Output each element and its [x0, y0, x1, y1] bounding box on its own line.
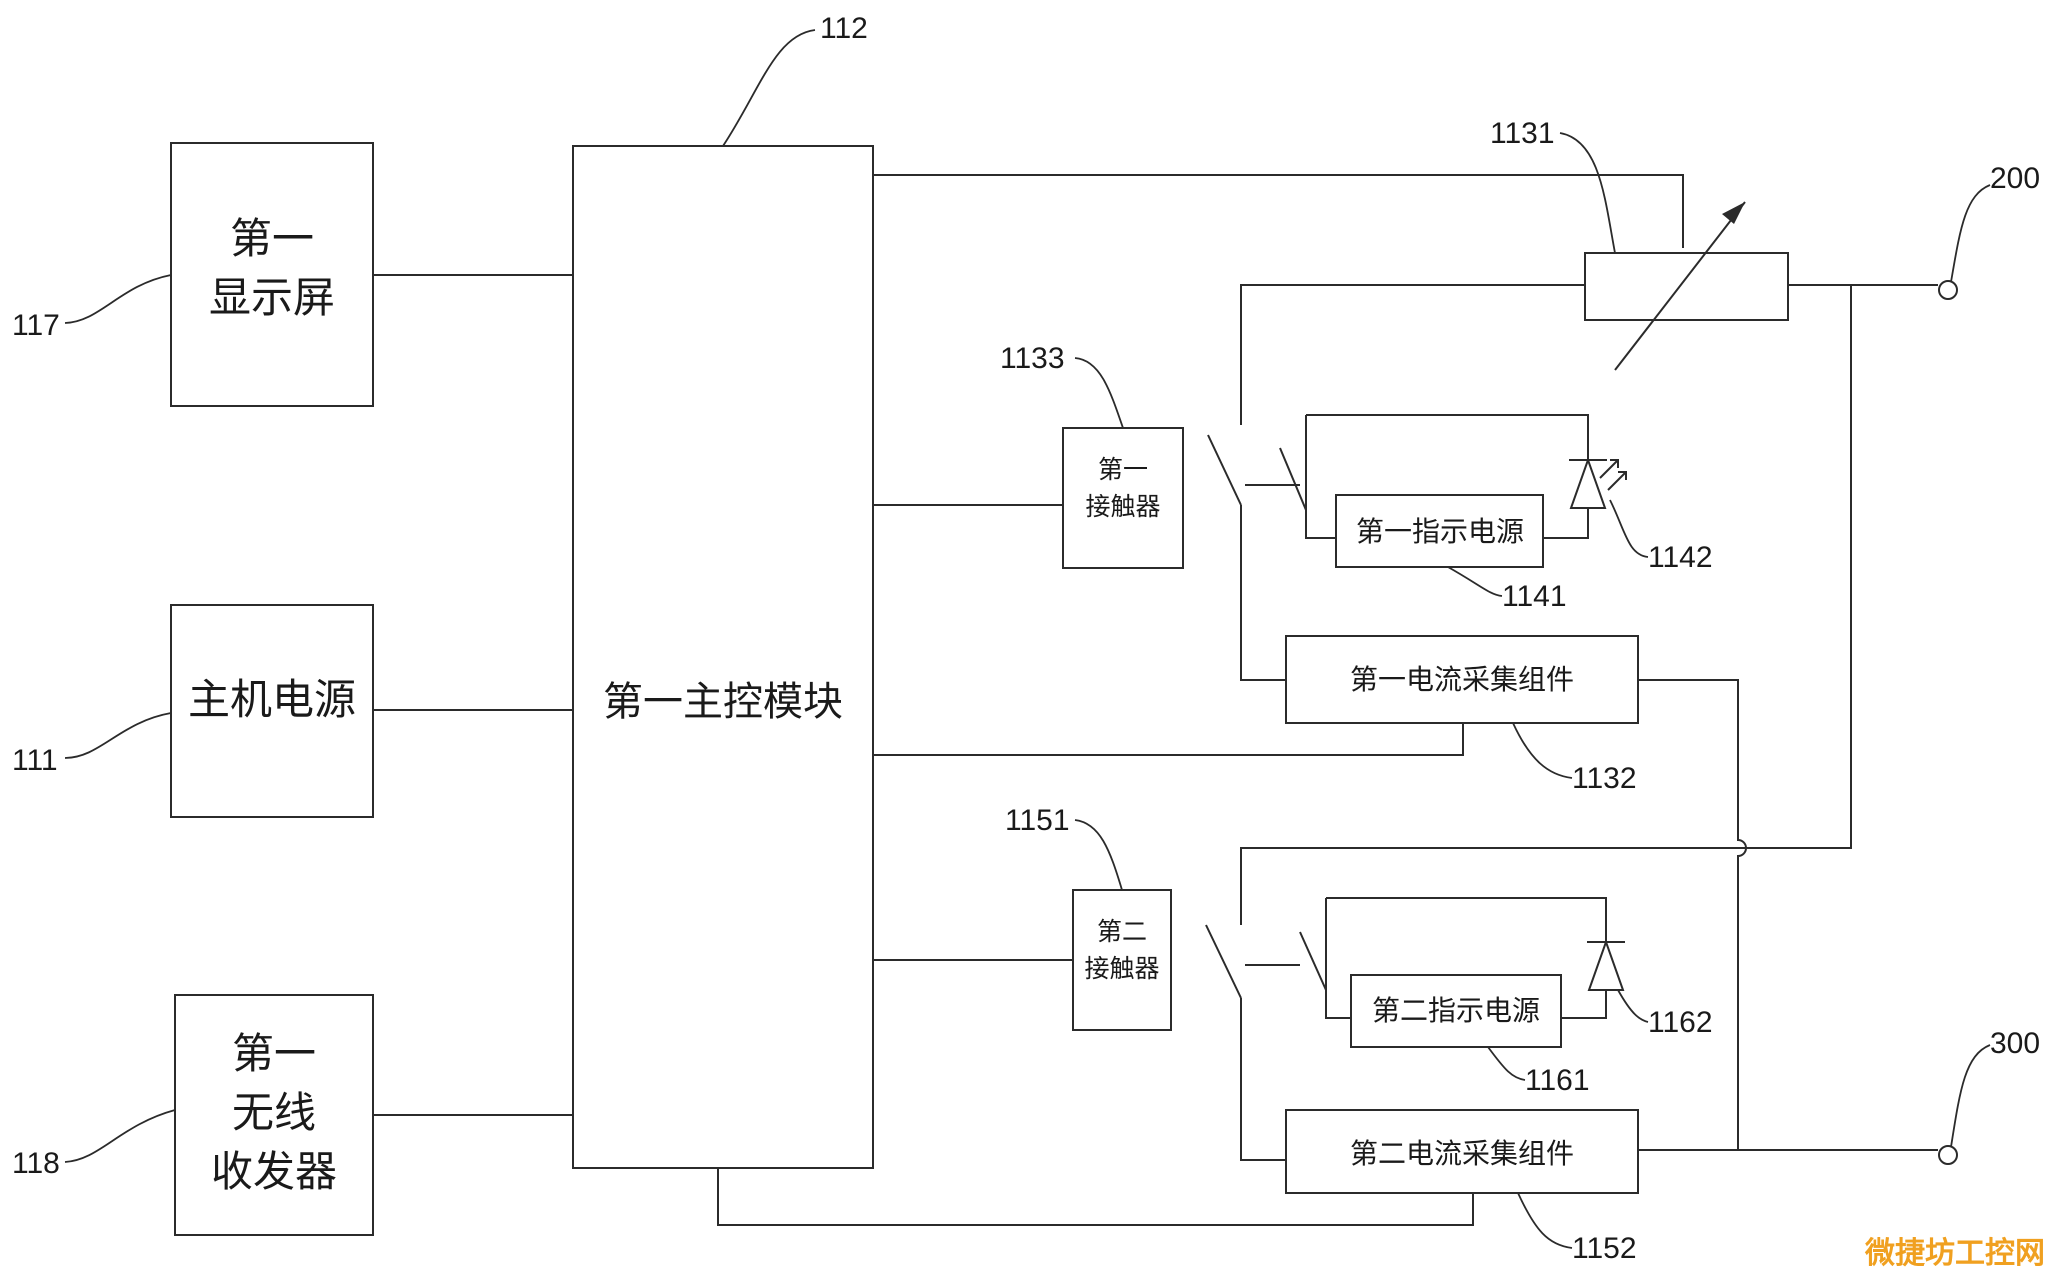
leader-1133: [1074, 357, 1124, 429]
block-wireless: 第一 无线 收发器: [174, 994, 374, 1236]
wire-collect1-300: [1638, 679, 1747, 1150]
watermark: 微捷坊工控网: [1864, 1236, 2045, 1271]
ref-1162: 1162: [1648, 1006, 1713, 1039]
resistor-arrow-icon: [1722, 202, 1745, 224]
contactor1-label-2: 接触器: [1085, 492, 1160, 521]
power-label: 主机电源: [188, 675, 356, 724]
leader-1152: [1517, 1192, 1573, 1249]
switch2-blade: [1205, 924, 1242, 999]
main-ctrl-label: 第一主控模块: [603, 679, 843, 725]
wire-resistor-left: [1240, 284, 1585, 425]
wireless-label-3: 收发器: [211, 1147, 337, 1196]
wire-ind1-left: [1305, 415, 1336, 539]
terminal-200: [1938, 280, 1958, 300]
block-main-controller: 第一主控模块: [572, 145, 874, 1169]
ref-1132: 1132: [1572, 762, 1637, 795]
wire-ind2-right: [1561, 990, 1607, 1019]
switch1-blade: [1207, 434, 1242, 506]
ref-1142: 1142: [1648, 541, 1713, 574]
leader-300: [1950, 1044, 1991, 1148]
wireless-label-1: 第一: [232, 1029, 316, 1078]
leader-200: [1950, 184, 1991, 283]
block-display: 第一 显示屏: [170, 142, 374, 407]
wire-ind1-top: [1306, 414, 1589, 460]
ref-200: 200: [1990, 162, 2040, 195]
leader-1162: [1617, 989, 1649, 1023]
led-1-icon: [1569, 457, 1627, 509]
leader-1151: [1074, 819, 1123, 891]
wire-ind1-right: [1543, 508, 1589, 539]
terminal-300: [1938, 1145, 1958, 1165]
ref-1133: 1133: [1000, 342, 1065, 375]
wireless-label-2: 无线: [232, 1088, 316, 1137]
led-2-icon: [1587, 939, 1625, 991]
leader-1132: [1512, 722, 1573, 779]
ind-power2-label: 第二指示电源: [1372, 994, 1540, 1027]
ref-300: 300: [1990, 1027, 2040, 1060]
ref-1131: 1131: [1490, 117, 1555, 150]
leader-1161: [1487, 1046, 1526, 1081]
block-current-collector-2: 第二电流采集组件: [1285, 1109, 1639, 1194]
wire-switch1-collect1: [1240, 505, 1286, 681]
wire-resistor-ctrl: [873, 174, 1684, 248]
collect2-label: 第二电流采集组件: [1350, 1137, 1574, 1170]
leader-1141: [1447, 566, 1503, 597]
ind2-switch-blade: [1299, 931, 1327, 991]
block-indicator-power-2: 第二指示电源: [1350, 974, 1562, 1048]
ref-1152: 1152: [1572, 1232, 1637, 1265]
block-contactor-1: 第一 接触器: [1062, 427, 1184, 569]
block-current-collector-1: 第一电流采集组件: [1285, 635, 1639, 724]
wire-switch2-collect2: [1240, 998, 1286, 1161]
block-indicator-power-1: 第一指示电源: [1335, 494, 1544, 568]
leader-118: [64, 1109, 176, 1163]
contactor2-label-1: 第二: [1097, 917, 1147, 946]
ref-1151: 1151: [1005, 804, 1070, 837]
wire-bus-lower: [1240, 285, 1852, 925]
contactor1-label-1: 第一: [1098, 455, 1148, 484]
wires: [373, 174, 1938, 1226]
ref-111: 111: [12, 744, 58, 777]
wire-collect2-ctrl: [717, 1168, 1474, 1226]
ind1-switch-blade: [1279, 447, 1307, 511]
display-label-2: 显示屏: [209, 273, 335, 322]
block-host-power: 主机电源: [170, 604, 374, 818]
ind-power1-label: 第一指示电源: [1356, 515, 1524, 548]
display-label-1: 第一: [230, 214, 314, 263]
block-contactor-2: 第二 接触器: [1072, 889, 1172, 1031]
collect1-label: 第一电流采集组件: [1350, 663, 1574, 696]
leader-112: [722, 29, 816, 147]
ref-1161: 1161: [1525, 1064, 1590, 1097]
ref-117: 117: [12, 309, 60, 342]
contactor2-label-2: 接触器: [1084, 954, 1159, 983]
ref-1141: 1141: [1502, 580, 1567, 613]
variable-resistor: [1584, 201, 1789, 371]
leader-117: [64, 274, 172, 324]
ref-118: 118: [12, 1147, 60, 1180]
leader-111: [64, 712, 172, 759]
wire-collect1-ctrl: [873, 723, 1464, 756]
wire-ind2-top: [1326, 897, 1607, 942]
leader-lines: [64, 29, 1991, 1249]
leader-1131: [1559, 132, 1616, 254]
leader-1142: [1609, 499, 1649, 558]
wire-ind2-left: [1325, 898, 1351, 1019]
ref-112: 112: [820, 12, 868, 45]
resistor-arrow-line: [1614, 201, 1746, 371]
reference-numbers: 112 117 111 118 1131 1133 1141 1142 1132…: [12, 12, 2040, 1265]
